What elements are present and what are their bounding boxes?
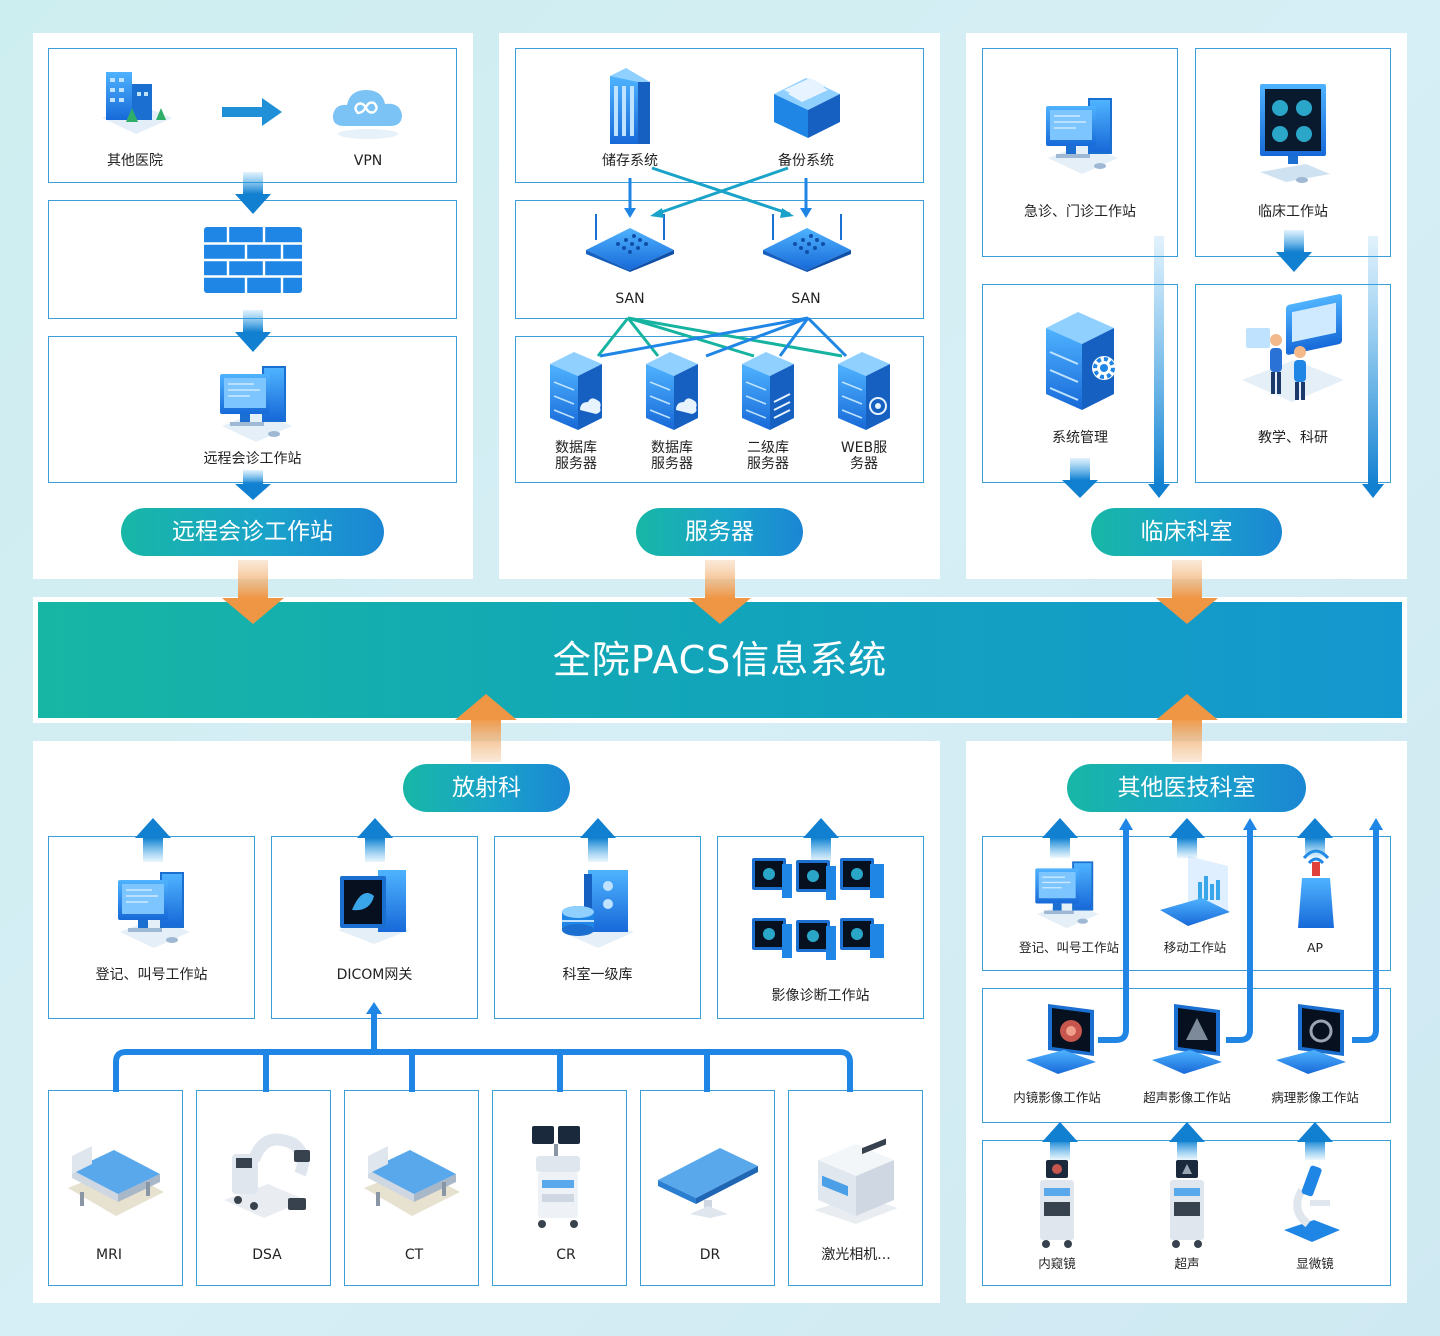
endoscope-device-icon (1040, 1160, 1074, 1248)
system-management-server-icon (1046, 312, 1116, 410)
device-label-mri: MRI (96, 1247, 122, 1263)
remote-pill: 远程会诊工作站 (121, 508, 384, 556)
ultrasound-label: 超声 (1174, 1256, 1200, 1271)
computer-workstation-icon-3 (118, 872, 190, 948)
hospital-building-icon (102, 72, 172, 134)
ultrasound-workstation-label: 超声影像工作站 (1143, 1090, 1231, 1105)
other-tech-pill: 其他医技科室 (1067, 764, 1306, 812)
san-switch-icon-2 (763, 214, 851, 272)
teaching-label: 教学、科研 (1258, 430, 1328, 446)
secondary-db-server-icon (742, 352, 794, 430)
clinical-pill: 临床科室 (1091, 508, 1282, 556)
pathology-laptop-icon (1276, 1004, 1346, 1074)
diagnosis-workstation-label: 影像诊断工作站 (771, 988, 870, 1004)
device-label-laser-camera: 激光相机... (821, 1247, 891, 1263)
clinical-monitor-icon (1260, 84, 1330, 183)
ap-label: AP (1306, 940, 1324, 955)
clinic-workstation-label: 临床工作站 (1258, 204, 1328, 220)
dicom-gateway-box (271, 836, 478, 1019)
dicom-gateway-icon (338, 870, 410, 944)
pathology-workstation-label: 病理影像工作站 (1271, 1090, 1359, 1105)
device-label-dr: DR (699, 1247, 721, 1263)
laser-camera-icon (814, 1138, 898, 1224)
device-label-ct: CT (404, 1247, 424, 1263)
endoscope-label: 内窥镜 (1038, 1256, 1076, 1271)
emergency-label: 急诊、门诊工作站 (1024, 204, 1136, 220)
wifi-ap-icon (1298, 849, 1334, 928)
pacs-system-banner: 全院PACS信息系统 (38, 602, 1402, 718)
san-box (515, 200, 924, 319)
san-label-2: SAN (791, 291, 821, 307)
device-label-dsa: DSA (252, 1247, 282, 1263)
microscope-icon (1284, 1165, 1340, 1242)
endoscope-workstation-label: 内镜影像工作站 (1013, 1090, 1101, 1105)
ct-bed-icon (364, 1146, 460, 1216)
system-mgmt-label: 系统管理 (1052, 430, 1108, 446)
cloud-vpn-icon (332, 90, 402, 139)
ultrasound-laptop-icon (1152, 1004, 1222, 1074)
mobile-laptop-icon (1160, 856, 1230, 926)
radiology-pill: 放射科 (403, 764, 570, 812)
db-server-label-2: 数据库 服务器 (651, 440, 693, 472)
device-label-cr: CR (556, 1247, 576, 1263)
dept-db-label: 科室一级库 (562, 967, 633, 983)
dr-table-icon (658, 1148, 758, 1218)
web-server-icon (838, 352, 890, 430)
ultrasound-device-icon (1170, 1160, 1204, 1248)
vpn-label: VPN (353, 153, 383, 169)
department-database-icon (562, 870, 634, 948)
firewall-icon (204, 227, 302, 293)
mobile-workstation-label: 移动工作站 (1163, 940, 1227, 955)
cr-cart-icon (532, 1126, 580, 1228)
teaching-research-icon (1242, 294, 1344, 402)
remote-workstation-label: 远程会诊工作站 (203, 451, 302, 467)
endoscope-laptop-icon (1026, 1004, 1096, 1074)
database-server-icon-2 (646, 352, 698, 430)
san-switch-icon (586, 214, 674, 272)
db-server-label-1: 数据库 服务器 (555, 440, 597, 472)
computer-workstation-icon-4 (1035, 861, 1099, 929)
arrow-right-icon (222, 98, 282, 126)
other-register-label: 登记、叫号工作站 (1018, 940, 1119, 955)
dicom-gateway-label: DICOM网关 (336, 967, 413, 983)
diagnosis-monitors-icon (752, 858, 884, 960)
microscope-label: 显微镜 (1296, 1256, 1334, 1271)
secondary-db-label: 二级库 服务器 (747, 440, 789, 472)
storage-backup-box (515, 48, 924, 183)
backup-cabinet-icon (774, 78, 840, 138)
backup-label: 备份系统 (778, 153, 834, 169)
other-hospital-label: 其他医院 (107, 153, 163, 169)
computer-workstation-icon (220, 366, 292, 442)
storage-tower-icon (610, 68, 650, 144)
computer-workstation-icon-2 (1046, 98, 1118, 174)
web-server-label: WEB服 务器 (840, 440, 888, 472)
server-pill: 服务器 (636, 508, 803, 556)
storage-label: 储存系统 (602, 153, 658, 169)
dsa-c-arm-icon (224, 1133, 310, 1218)
san-label-1: SAN (615, 291, 645, 307)
radiology-register-label: 登记、叫号工作站 (95, 967, 208, 983)
mri-bed-icon (68, 1146, 164, 1216)
database-server-icon (550, 352, 602, 430)
